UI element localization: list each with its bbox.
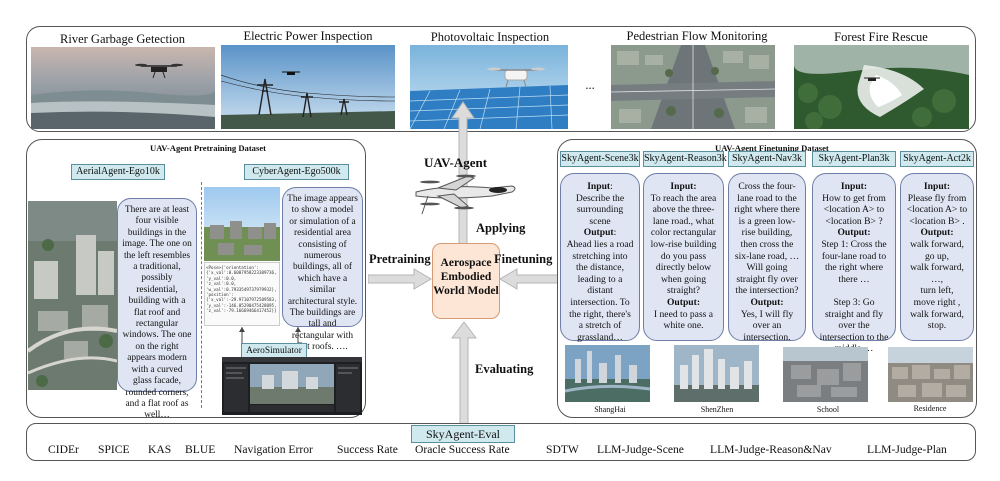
photovoltaic-photo <box>410 45 568 129</box>
pretraining-arrow <box>368 268 432 290</box>
cyber-agent-tag: CyberAgent-Ego500k <box>244 164 349 180</box>
plan-output-text: Step 1: Cross the four-lane road to the … <box>819 238 889 355</box>
pretraining-label: Pretraining <box>369 252 431 266</box>
plan-output-label: Output: <box>837 227 871 239</box>
metric-llm-judge-reason-nav: LLM-Judge-Reason&Nav <box>710 443 832 456</box>
metric-blue: BLUE <box>185 443 216 456</box>
finetuning-title: UAV-Agent Finetuning Dataset <box>715 143 829 153</box>
pose-text: <Pose>{'orientation': {'x_val':0.6007958… <box>206 265 277 314</box>
city-shenzhen: ShenZhen <box>700 405 734 414</box>
finetuning-label: Finetuning <box>494 252 553 266</box>
metric-llm-judge-scene: LLM-Judge-Scene <box>597 443 684 456</box>
pretraining-divider <box>201 182 202 408</box>
act-output-text: walk forward, go up, walk forward, …, tu… <box>910 238 964 332</box>
reason-input-text: To reach the area above the three-lane r… <box>650 192 717 297</box>
act-input-text: Please fly from <location A> to <locatio… <box>906 192 968 227</box>
scene-input-label: Input <box>587 181 611 192</box>
reason-output-text: I need to pass a white one. <box>653 308 714 332</box>
metric-sdtw: SDTW <box>546 443 579 456</box>
app-title-pedestrian: Pedestrian Flow Monitoring <box>626 29 768 43</box>
app-title-forest: Forest Fire Rescue <box>834 30 928 44</box>
aerial-caption-bubble: There are at least four visible building… <box>117 198 197 420</box>
metric-spice: SPICE <box>98 443 130 456</box>
forest-fire-photo <box>794 45 969 129</box>
nav-output-text: Yes, I will fly over an intersection. <box>740 308 794 343</box>
metric-llm-judge-plan: LLM-Judge-Plan <box>867 443 947 456</box>
residence-photo <box>888 347 973 402</box>
app-title-ellipsis: ... <box>585 78 595 92</box>
reason-input-label: Input: <box>670 181 697 192</box>
pretraining-title: UAV-Agent Pretraining Dataset <box>150 143 266 153</box>
finetuning-arrow <box>500 268 558 290</box>
scene-output-label: Output <box>583 227 614 239</box>
bubble-act2k: Input: Please fly from <location A> to <… <box>900 173 974 341</box>
tag-act2k: SkyAgent-Act2k <box>900 151 974 167</box>
tag-scene3k: SkyAgent-Scene3k <box>560 151 640 167</box>
applying-arrow <box>451 101 475 244</box>
metric-success-rate: Success Rate <box>337 443 398 456</box>
nav-input-text: Cross the four-lane road to the right wh… <box>734 181 800 297</box>
river-drone-photo <box>31 47 215 129</box>
cyber-render-photo <box>204 187 280 261</box>
city-residence: Residence <box>913 404 947 413</box>
tag-nav3k: SkyAgent-Nav3k <box>728 151 806 167</box>
cyber-caption-bubble: The image appears to show a model or sim… <box>282 187 363 352</box>
scene-input-text: Describe the surrounding scene <box>575 192 625 227</box>
scene-output-text: Ahead lies a road stretching into the di… <box>566 238 634 343</box>
pedestrian-photo <box>611 45 775 129</box>
app-title-photovoltaic: Photovoltaic Inspection <box>430 30 550 44</box>
evaluating-arrow <box>451 322 477 426</box>
tag-reason3k: SkyAgent-Reason3k <box>643 151 727 167</box>
nav-output-label: Output: <box>750 296 784 308</box>
drone-icon <box>487 67 545 88</box>
aerial-agent-tag: AerialAgent-Ego10k <box>71 164 165 180</box>
app-title-river: River Garbage Getection <box>60 32 185 46</box>
world-model-box: Aerospace Embodied World Model <box>432 243 500 319</box>
act-output-label: Output: <box>920 227 954 239</box>
school-photo <box>783 347 868 402</box>
city-shanghai: ShangHai <box>594 405 626 414</box>
simulator-connector <box>239 327 301 343</box>
metric-navigation-error: Navigation Error <box>234 443 313 456</box>
drone-icon <box>135 63 183 79</box>
evaluating-label: Evaluating <box>475 362 534 376</box>
city-school: School <box>816 405 840 414</box>
tag-plan3k: SkyAgent-Plan3k <box>812 151 896 167</box>
pose-code-box: <Pose>{'orientation': {'x_val':0.6007958… <box>204 262 280 326</box>
uav-agent-label: UAV-Agent <box>424 155 488 170</box>
reason-output-label: Output: <box>666 296 701 308</box>
metric-oracle-success-rate: Oracle Success Rate <box>415 443 510 456</box>
applying-label: Applying <box>476 221 526 235</box>
bubble-scene3k: Input: Describe the surrounding scene Ou… <box>560 173 640 343</box>
aerial-city-photo <box>28 201 117 390</box>
bubble-reason3k: Input: To reach the area above the three… <box>643 173 724 341</box>
metric-cider: CIDEr <box>48 443 79 456</box>
drone-icon <box>282 71 300 75</box>
drone-icon <box>864 77 880 81</box>
bubble-plan3k: Input: How to get from <location A> to <… <box>812 173 896 354</box>
app-title-power: Electric Power Inspection <box>243 29 373 43</box>
bubble-nav3k: Cross the four-lane road to the right wh… <box>728 173 806 343</box>
power-line-photo <box>221 45 395 129</box>
plan-input-label: Input: <box>840 181 868 192</box>
metric-kas: KAS <box>148 443 172 456</box>
plan-input-text: How to get from <location A> to <locatio… <box>822 192 886 227</box>
skyagent-eval-tag: SkyAgent-Eval <box>411 425 515 443</box>
act-input-label: Input: <box>923 181 951 192</box>
simulator-screenshot <box>222 357 362 415</box>
shanghai-photo <box>565 345 650 402</box>
shenzhen-photo <box>674 345 759 402</box>
uav-agent-aircraft-icon <box>415 174 516 215</box>
